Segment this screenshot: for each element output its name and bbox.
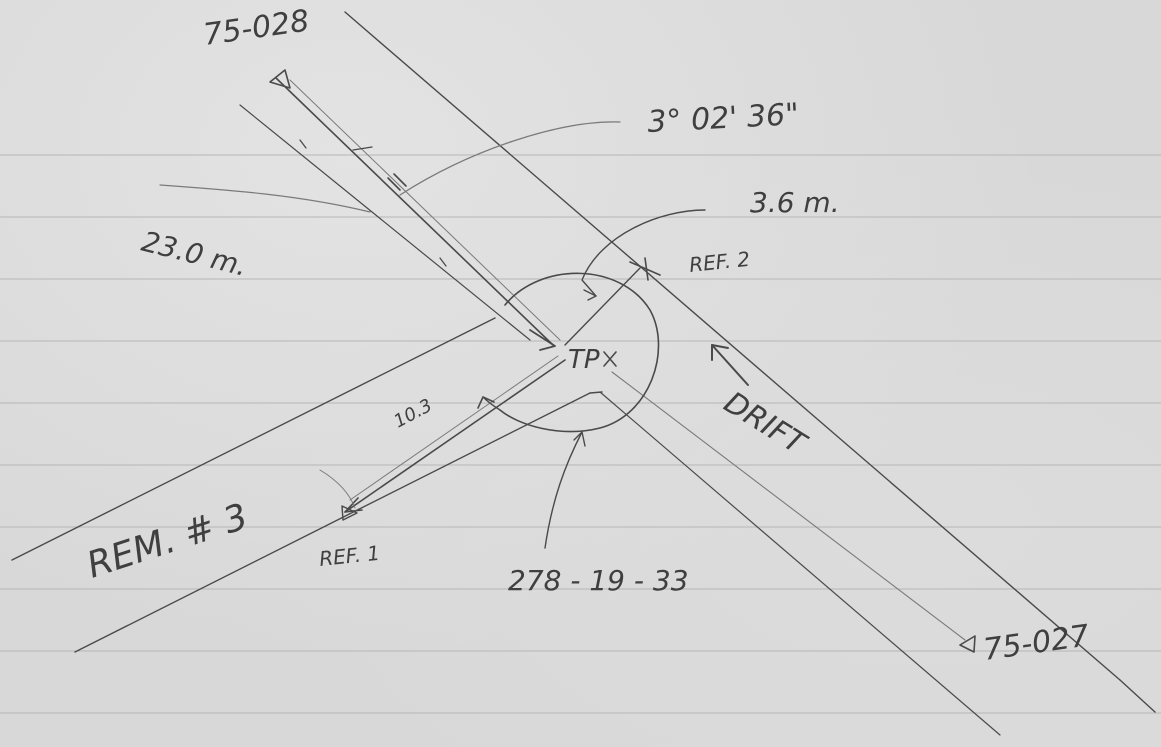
drift-upper-wall (344, 11, 1121, 681)
leader-distance-short (581, 209, 706, 297)
drift-upper-wall-end (1119, 679, 1156, 713)
drift-lower-wall-south (599, 391, 1001, 736)
crosscut-corner (589, 391, 603, 394)
tp-marker (603, 351, 617, 367)
angle-label-bottom: 278 - 19 - 33 (508, 564, 689, 597)
leader-angle-top (399, 121, 621, 196)
station-label-top: 75-028 (201, 3, 311, 52)
tp-cross-icon (603, 351, 617, 367)
ref2-label: REF. 2 (688, 247, 751, 277)
crosscut-walls (11, 317, 603, 653)
crosscut-upper-wall (11, 317, 496, 561)
angle-circle (499, 272, 660, 433)
ruled-lines (0, 154, 1161, 714)
arrowhead-icon (344, 497, 363, 513)
tick-mark (439, 257, 447, 267)
leader-angle-bottom (544, 431, 583, 549)
traverse-line-southeast (611, 371, 966, 641)
tp-label: TP (568, 345, 600, 375)
distance-label-long: 23.0 m. (138, 225, 250, 283)
arrowhead-icon (583, 289, 597, 301)
reference-triangle-icon (341, 505, 358, 521)
ref2-cross-mark (644, 257, 649, 281)
distance-label-ref1: 10.3 (390, 395, 435, 432)
distance-label-short: 3.6 m. (750, 186, 840, 219)
survey-line-top (269, 69, 561, 351)
arrowhead-icon (711, 344, 729, 361)
drift-label: DRIFT (718, 385, 814, 463)
station-label-bottom: 75-027 (981, 618, 1091, 667)
tick-mark (299, 139, 307, 149)
tick-mark (352, 146, 373, 151)
leader-ref1 (319, 469, 356, 509)
ref1-sight-line (344, 359, 566, 513)
rem-label: REM. # 3 (82, 496, 253, 586)
leader-distance-long (159, 184, 371, 213)
tick-mark (387, 177, 401, 191)
ref1-label: REF. 1 (318, 541, 381, 571)
crosscut-lower-wall (74, 392, 591, 653)
drift-lower-wall-north (239, 104, 531, 341)
ref2-cross-mark (629, 261, 661, 276)
arrowhead-icon (529, 329, 556, 351)
traverse-line (275, 77, 554, 346)
angle-arc (477, 272, 660, 433)
drift-arrow-shaft (711, 344, 749, 386)
angle-label-top: 3° 02' 36" (647, 97, 800, 140)
tick-mark (393, 173, 407, 187)
survey-line-bottom (611, 371, 976, 653)
arc-end (482, 396, 501, 411)
station-triangle-icon (959, 635, 976, 653)
ref2-sight-line (564, 267, 641, 346)
leader-lines (159, 121, 706, 549)
traverse-line-shadow (289, 79, 561, 341)
drift-arrow (711, 344, 749, 386)
station-triangle-icon (269, 69, 291, 89)
drift-walls (239, 11, 1156, 736)
ref1-sight-line-shadow (349, 355, 559, 501)
arrowhead-icon (573, 431, 586, 447)
ref1-line (341, 355, 566, 521)
ref2-line (564, 257, 661, 346)
